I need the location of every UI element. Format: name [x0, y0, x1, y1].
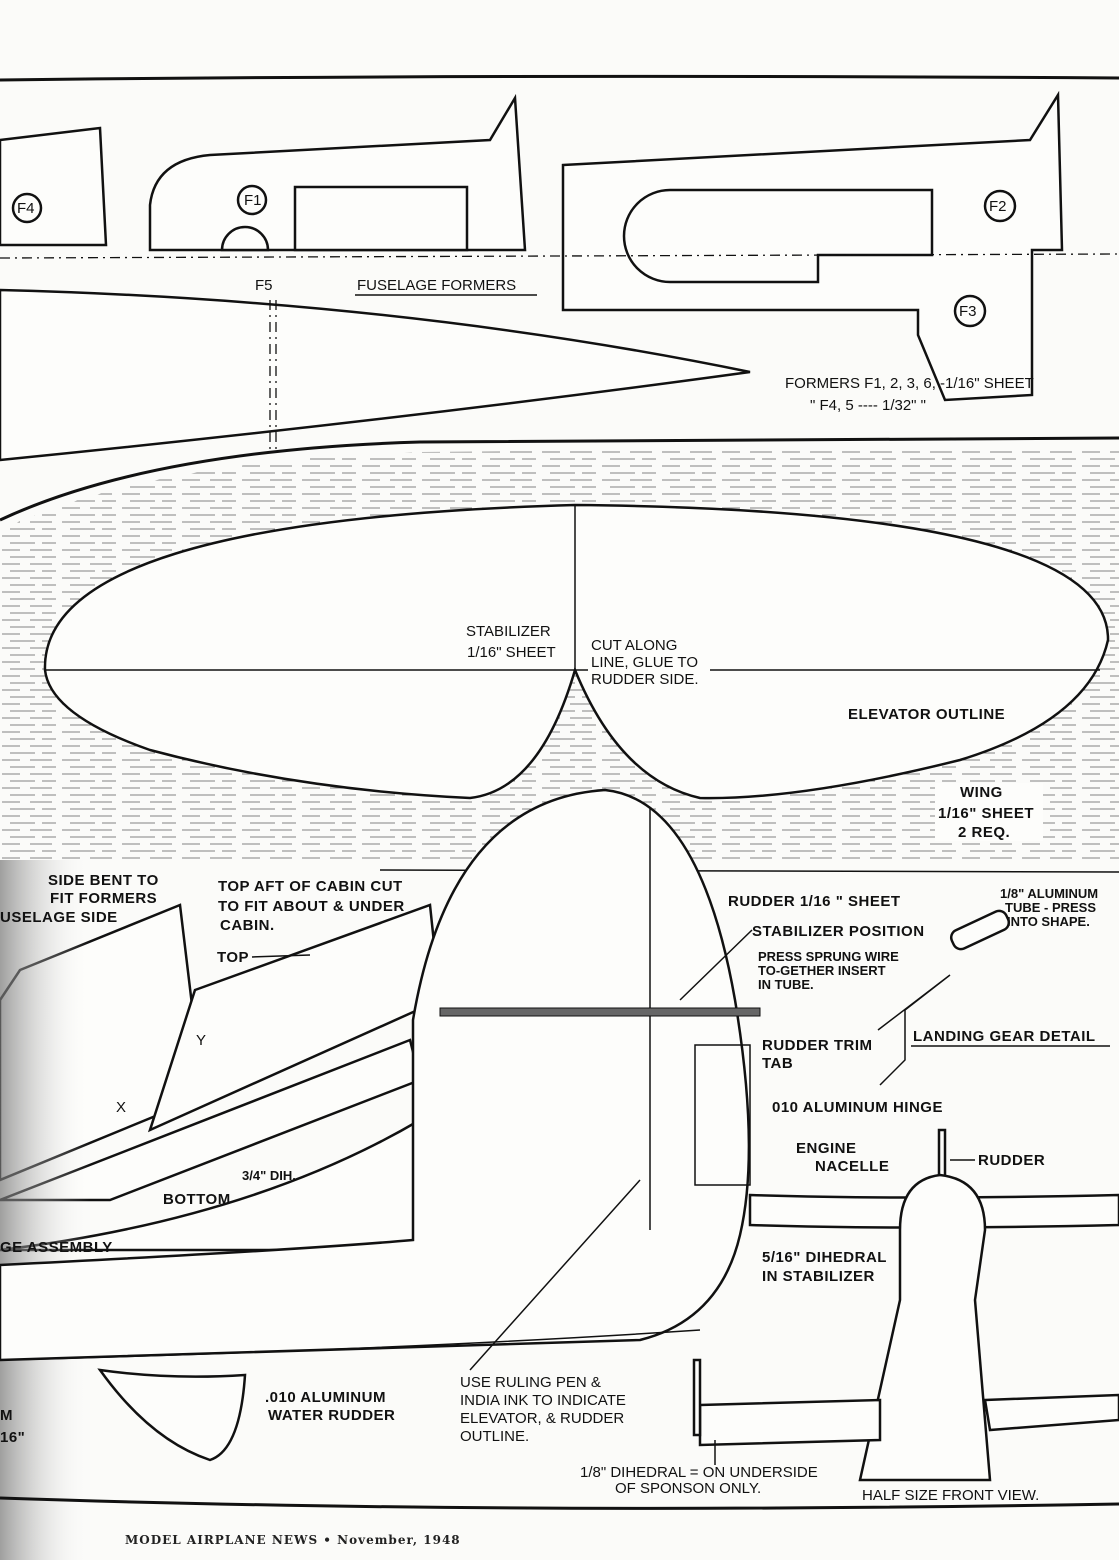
f4-label: F4 — [17, 200, 35, 217]
fuselage-assembly-drawing — [0, 860, 442, 1560]
ruling-pen-line: USE RULING PEN & — [460, 1374, 601, 1391]
side-bent-line: SIDE BENT TO — [48, 872, 159, 889]
engine-nacelle-line: NACELLE — [815, 1158, 889, 1175]
top-aft-line: TO FIT ABOUT & UNDER — [218, 898, 405, 915]
sponson-note-line: OF SPONSON ONLY. — [615, 1480, 761, 1497]
f3-label: F3 — [959, 303, 977, 320]
cut-note-line: RUDDER SIDE. — [591, 671, 699, 688]
water-rudder-line: .010 ALUMINUM — [265, 1389, 386, 1406]
stab-dihedral-line: 5/16" DIHEDRAL — [762, 1249, 887, 1266]
rudder-labels: RUDDER 1/16 " SHEET STABILIZER POSITION … — [265, 893, 943, 1445]
former-f4: F4 — [0, 126, 108, 247]
wire-note-line: IN TUBE. — [758, 977, 814, 992]
sponson-note-line: 1/8" DIHEDRAL = ON UNDERSIDE — [580, 1464, 818, 1481]
rudder-template — [0, 788, 761, 1462]
rudder-sheet-label: RUDDER 1/16 " SHEET — [728, 893, 901, 910]
front-view-title: HALF SIZE FRONT VIEW. — [862, 1487, 1039, 1504]
cut-note-line: CUT ALONG — [591, 637, 677, 654]
stabilizer-template — [43, 503, 1110, 800]
edge-fragment: 16" — [0, 1429, 25, 1446]
stabilizer-label-line: STABILIZER — [466, 623, 551, 640]
wing-label: WING 1/16" SHEET 2 REQ. — [935, 783, 1043, 841]
assembly-labels: SIDE BENT TO FIT FORMERS USELAGE SIDE TO… — [0, 872, 405, 1446]
stabilizer-label-line: 1/16" SHEET — [467, 644, 556, 661]
front-view-drawing — [692, 1128, 1119, 1482]
fuselage-side-template — [0, 288, 751, 462]
stabilizer-label: STABILIZER 1/16" SHEET — [462, 620, 572, 662]
landing-gear-detail: 1/8" ALUMINUM TUBE - PRESS INTO SHAPE. P… — [758, 886, 1110, 1086]
tube-note-line: TUBE - PRESS — [1005, 900, 1096, 915]
cut-note-line: LINE, GLUE TO — [591, 654, 698, 671]
hinge-label: 010 ALUMINUM HINGE — [772, 1099, 943, 1116]
top-border-line — [0, 74, 1119, 82]
formers-spec: FORMERS F1, 2, 3, 6, -1/16" SHEET " F4, … — [785, 375, 1034, 414]
cut-along-note: CUT ALONG LINE, GLUE TO RUDDER SIDE. — [588, 636, 710, 688]
y-mark: Y — [196, 1032, 206, 1049]
top-aft-line: CABIN. — [220, 917, 275, 934]
wing-label-line: 1/16" SHEET — [938, 805, 1034, 822]
edge-fragment: M — [0, 1407, 13, 1424]
former-f2-f3: F2 F3 — [561, 90, 1064, 402]
wire-note-line: TO-GETHER INSERT — [758, 963, 886, 978]
trim-tab-line: RUDDER TRIM — [762, 1037, 873, 1054]
stab-dihedral-line: IN STABILIZER — [762, 1268, 875, 1285]
f2-label: F2 — [989, 198, 1007, 215]
water-rudder-line: WATER RUDDER — [268, 1407, 395, 1424]
front-rudder-label: RUDDER — [978, 1152, 1045, 1169]
formers-spec-line: FORMERS F1, 2, 3, 6, -1/16" SHEET — [785, 375, 1034, 392]
landing-gear-title: LANDING GEAR DETAIL — [913, 1028, 1096, 1045]
ruling-pen-line: INDIA INK TO INDICATE — [460, 1392, 626, 1409]
formers-spec-line: " F4, 5 ---- 1/32" " — [810, 397, 926, 414]
f5-label: F5 — [255, 277, 273, 294]
wing-label-line: 2 REQ. — [958, 824, 1010, 841]
dihedral-label: 3/4" DIH. — [242, 1168, 296, 1183]
ruling-pen-line: OUTLINE. — [460, 1428, 529, 1445]
ruling-pen-line: ELEVATOR, & RUDDER — [460, 1410, 624, 1427]
engine-nacelle-line: ENGINE — [796, 1140, 857, 1157]
center-line — [0, 253, 1119, 259]
x-mark: X — [116, 1099, 126, 1116]
fuselage-side-label: USELAGE SIDE — [0, 909, 118, 926]
bottom-border-line — [0, 1496, 1119, 1510]
elevator-outline-label: ELEVATOR OUTLINE — [848, 706, 1005, 723]
trim-tab-line: TAB — [762, 1055, 793, 1072]
tube-note-line: 1/8" ALUMINUM — [1000, 886, 1098, 901]
wing-label-line: WING — [960, 784, 1003, 801]
front-view-labels: ENGINE NACELLE RUDDER 1/8" DIHEDRAL = ON… — [580, 1140, 1045, 1504]
footer-credit: MODEL AIRPLANE NEWS • November, 1948 — [125, 1533, 461, 1547]
assembly-title: GE ASSEMBLY — [0, 1239, 113, 1256]
tube-note-line: INTO SHAPE. — [1007, 914, 1090, 929]
former-f1: F1 — [148, 93, 527, 252]
fuselage-formers-title: FUSELAGE FORMERS — [357, 277, 516, 294]
top-aft-line: TOP AFT OF CABIN CUT — [218, 878, 403, 895]
f1-label: F1 — [244, 192, 262, 209]
wire-note-line: PRESS SPRUNG WIRE — [758, 949, 899, 964]
bottom-label: BOTTOM — [163, 1191, 231, 1208]
side-bent-line: FIT FORMERS — [50, 890, 157, 907]
stab-position-label: STABILIZER POSITION — [752, 923, 925, 940]
top-label: TOP — [217, 949, 249, 966]
